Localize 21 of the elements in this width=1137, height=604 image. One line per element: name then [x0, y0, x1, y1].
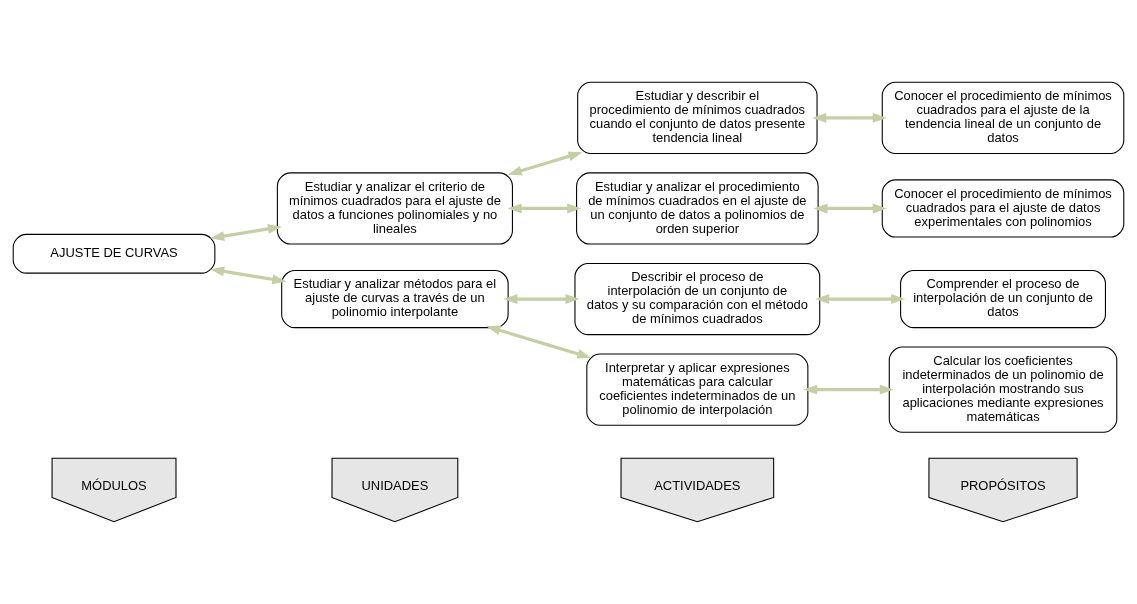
- node-box: Estudiar y analizar el criterio de mínimos cuadrados para el ajuste de datos a funciones polinomiales y no lineales: [276, 172, 513, 245]
- arrow: [210, 224, 282, 241]
- node-box: Estudiar y analizar el procedimiento de mínimos cuadrados en el ajuste de un conjunto de datos a polinomios de orden superior: [576, 172, 819, 245]
- node-box: Interpretar y aplicar expresiones matemáticas para calcular coeficientes indeterminados de un polinomio de interpolación: [586, 353, 809, 426]
- arrow: [503, 294, 580, 304]
- arrow: [210, 266, 287, 285]
- node-box: Estudiar y describir el procedimiento de mínimos cuadrados cuando el conjunto de datos presente tendencia lineal: [577, 81, 818, 154]
- node-box: Conocer el procedimiento de mínimos cuadrados para el ajuste de la tendencia lineal de un conjunto de datos: [881, 81, 1125, 154]
- node-box: Estudiar y analizar métodos para el ajuste de curvas a través de un polinomio interpolante: [281, 269, 509, 329]
- node-box: Conocer el procedimiento de mínimos cuadrados para el ajuste de datos experimentales con polinomios: [881, 179, 1125, 238]
- node-box: Comprender el proceso de interpolación de un conjunto de datos: [900, 269, 1106, 329]
- arrow: [813, 203, 887, 214]
- arrow: [803, 384, 894, 395]
- node-box: AJUSTE DE CURVAS: [12, 233, 216, 274]
- arrow: [486, 325, 592, 359]
- arrow: [812, 112, 887, 123]
- node-box: Calcular los coeficientes indeterminados de un polinomio de interpolación mostrando sus aplicaciones mediante expresiones matemáticas: [888, 346, 1118, 433]
- arrow: [507, 203, 582, 214]
- arrow: [507, 151, 583, 176]
- node-box: Describir el proceso de interpolación de un conjunto de datos y su comparación con el método de mínimos cuadrados: [574, 262, 821, 336]
- arrow: [815, 294, 906, 304]
